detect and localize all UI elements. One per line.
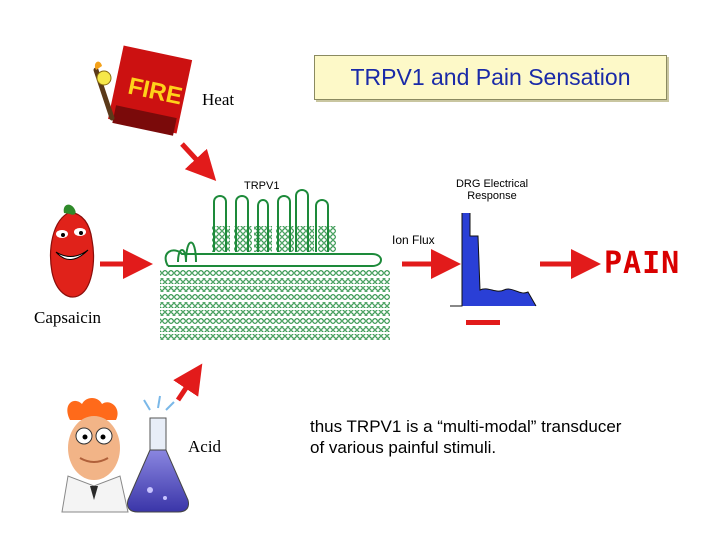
ion-flux-label: Ion Flux [392,233,435,247]
drg-label-line2: Response [467,190,517,202]
beaker-character-icon [61,398,129,513]
helix-beads [212,226,336,252]
caption-line1: thus TRPV1 is a “multi-modal” transducer [310,417,622,436]
heat-arrow [180,142,217,182]
trpv1-channel-diagram [160,189,390,340]
caption-line2: of various painful stimuli. [310,438,497,457]
fire-match-icon: FIRE [93,45,193,136]
drg-response-trace [450,213,537,325]
acid-flask-icon [127,395,189,513]
transmembrane-helices [164,189,382,267]
chili-pepper-icon [49,204,95,298]
stimulus-bar [466,320,500,325]
receptor-label: TRPV1 [244,180,280,192]
acid-arrow [173,363,203,402]
title-box: TRPV1 and Pain Sensation [314,55,667,100]
heat-label: Heat [202,90,235,109]
caption: thus TRPV1 is a “multi-modal” transducer… [310,416,710,458]
drg-label: DRG Electrical Response [436,178,548,202]
drg-label-line1: DRG Electrical [455,178,529,190]
acid-label: Acid [188,437,222,456]
capsaicin-label: Capsaicin [34,308,102,327]
page-title: TRPV1 and Pain Sensation [350,64,631,90]
pain-label: PAIN [604,246,681,281]
membrane-stack [160,270,390,340]
